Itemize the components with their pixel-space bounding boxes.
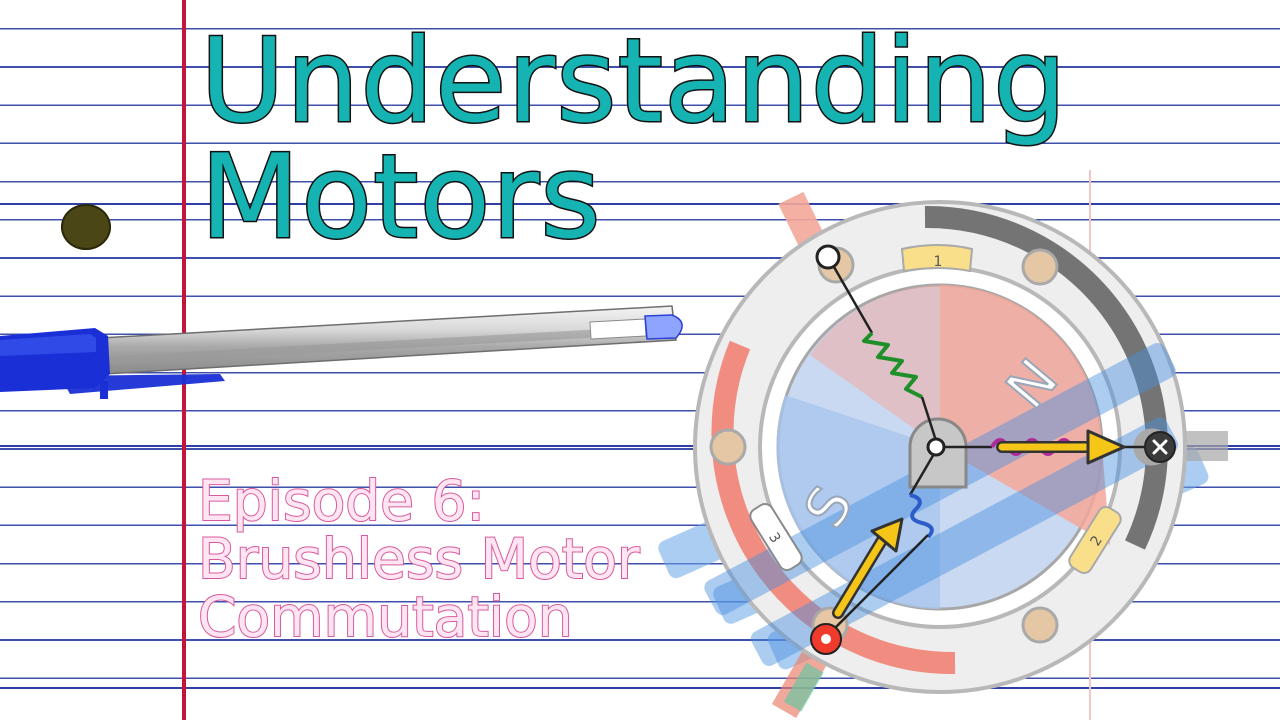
current-arrow-right (996, 429, 1126, 465)
subtitle-line-2: Brushless Motor (197, 527, 641, 591)
neutral-point (926, 437, 946, 457)
slot-label-3: 3 (749, 502, 803, 572)
binder-hole-icon (61, 204, 111, 250)
current-arrow-up (832, 517, 904, 619)
terminal-top (815, 244, 841, 270)
subtitle-line-3: Commutation (197, 585, 574, 649)
pen-icon (0, 305, 683, 399)
terminal-negative (1144, 431, 1176, 463)
svg-text:1: 1 (934, 254, 943, 270)
slot-label-2: 2 (1068, 505, 1122, 575)
slot-label-1: 1 (900, 244, 974, 273)
subtitle-line-1: Episode 6: (197, 469, 486, 533)
title-line-1: Understanding (199, 14, 1069, 149)
bldc-motor-diagram-icon: N S 1 2 3 (658, 191, 1228, 718)
terminal-positive (810, 623, 842, 655)
title-line-2: Motors (199, 130, 603, 265)
